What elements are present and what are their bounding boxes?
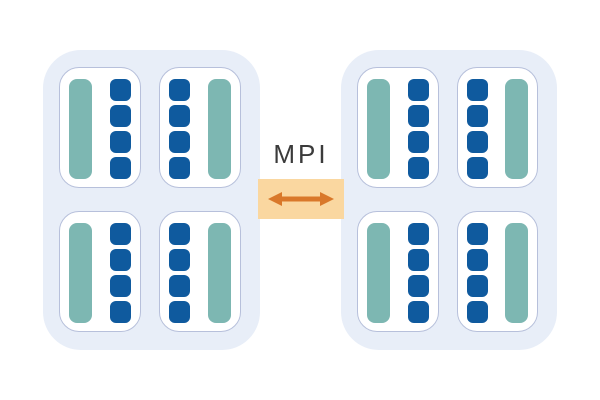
socket-card <box>456 211 538 332</box>
socket-card <box>456 67 538 188</box>
socket-card <box>357 211 439 332</box>
core-square <box>407 105 429 127</box>
core-column <box>407 79 429 179</box>
teal-bar <box>69 223 92 323</box>
teal-bar <box>505 223 528 323</box>
core-square <box>110 223 131 245</box>
core-square <box>466 249 488 271</box>
core-square <box>466 131 488 153</box>
socket-card <box>59 211 141 332</box>
core-square <box>407 223 429 245</box>
core-square <box>466 275 488 297</box>
teal-bar <box>208 79 231 179</box>
core-square <box>407 301 429 323</box>
core-square <box>466 157 488 179</box>
core-square <box>466 223 488 245</box>
core-square <box>169 157 190 179</box>
core-square <box>110 275 131 297</box>
teal-bar <box>367 79 390 179</box>
core-square <box>110 79 131 101</box>
core-square <box>407 131 429 153</box>
core-square <box>407 275 429 297</box>
teal-bar <box>69 79 92 179</box>
core-column <box>169 223 190 323</box>
mpi-link-box <box>258 179 344 219</box>
core-square <box>110 249 131 271</box>
core-column <box>110 79 131 179</box>
core-square <box>110 105 131 127</box>
teal-bar <box>208 223 231 323</box>
mpi-label: MPI <box>273 139 329 169</box>
core-square <box>407 79 429 101</box>
core-square <box>407 249 429 271</box>
compute-node-right <box>341 50 557 350</box>
core-column <box>110 223 131 323</box>
core-square <box>110 131 131 153</box>
core-column <box>169 79 190 179</box>
socket-card <box>159 67 241 188</box>
core-square <box>110 301 131 323</box>
core-square <box>466 105 488 127</box>
teal-bar <box>505 79 528 179</box>
core-column <box>407 223 429 323</box>
core-square <box>466 79 488 101</box>
core-square <box>169 301 190 323</box>
core-square <box>169 79 190 101</box>
core-square <box>466 301 488 323</box>
core-square <box>169 105 190 127</box>
core-square <box>169 223 190 245</box>
socket-card <box>159 211 241 332</box>
double-arrow-icon <box>268 192 334 206</box>
core-square <box>169 249 190 271</box>
core-square <box>169 131 190 153</box>
socket-card <box>59 67 141 188</box>
core-square <box>407 157 429 179</box>
core-column <box>466 223 488 323</box>
core-square <box>169 275 190 297</box>
socket-card <box>357 67 439 188</box>
core-column <box>466 79 488 179</box>
core-square <box>110 157 131 179</box>
teal-bar <box>367 223 390 323</box>
compute-node-left <box>43 50 260 350</box>
